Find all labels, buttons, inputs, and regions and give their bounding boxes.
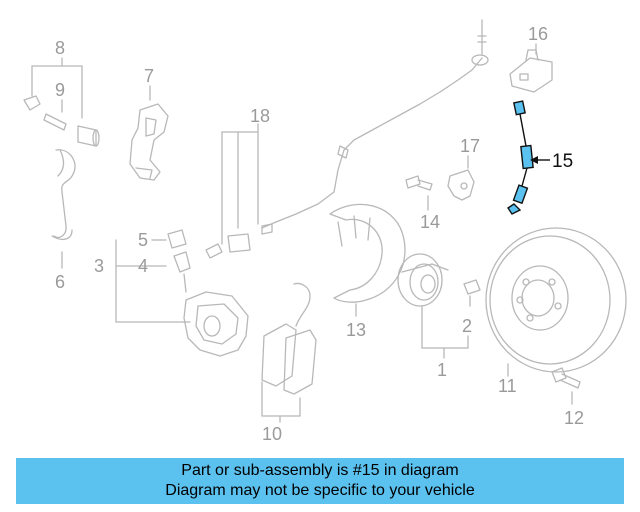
callout-17: 17 — [460, 136, 480, 156]
part-17-bracket — [447, 155, 475, 201]
part-18-sensor-wire — [205, 19, 489, 259]
callout-13: 13 — [346, 320, 366, 340]
callout-5: 5 — [138, 230, 148, 250]
callout-12: 12 — [564, 408, 584, 428]
parts-diagram: 8 9 7 18 16 17 14 5 4 3 6 13 2 1 11 12 1… — [23, 19, 627, 444]
info-banner: Part or sub-assembly is #15 in diagram D… — [16, 458, 624, 504]
callout-18: 18 — [250, 106, 270, 126]
part-3-4-5-caliper — [115, 229, 249, 357]
callout-11: 11 — [498, 376, 517, 396]
banner-line-2: Diagram may not be specific to your vehi… — [165, 482, 475, 499]
part-10-brake-pads — [261, 282, 317, 423]
part-8-9-bolt-and-bushing — [23, 57, 100, 147]
callout-8: 8 — [55, 38, 65, 58]
banner-line-1: Part or sub-assembly is #15 in diagram — [181, 462, 459, 479]
callout-15: 15 — [552, 151, 573, 172]
callout-9: 9 — [55, 80, 65, 100]
part-12-bolt — [551, 367, 581, 405]
part-13-splash-shield — [329, 203, 406, 317]
part-1-2-hub — [397, 253, 481, 359]
callout-10: 10 — [262, 424, 282, 444]
part-11-rotor — [485, 227, 627, 377]
part-6-spring — [51, 149, 76, 269]
part-15-brake-hose — [507, 100, 550, 215]
callout-2: 2 — [462, 316, 472, 336]
part-14-bolt — [405, 175, 433, 211]
callout-1: 1 — [437, 360, 447, 380]
callout-7: 7 — [144, 66, 154, 86]
callout-3: 3 — [94, 256, 104, 276]
callout-4: 4 — [138, 256, 148, 276]
callout-6: 6 — [55, 272, 65, 292]
callout-labels: 8 9 7 18 16 17 14 5 4 3 6 13 2 1 11 12 1… — [55, 24, 584, 444]
part-16-bracket — [509, 43, 553, 93]
callout-16: 16 — [528, 24, 548, 44]
part-7-caliper-carrier — [129, 85, 169, 181]
callout-14: 14 — [420, 212, 440, 232]
